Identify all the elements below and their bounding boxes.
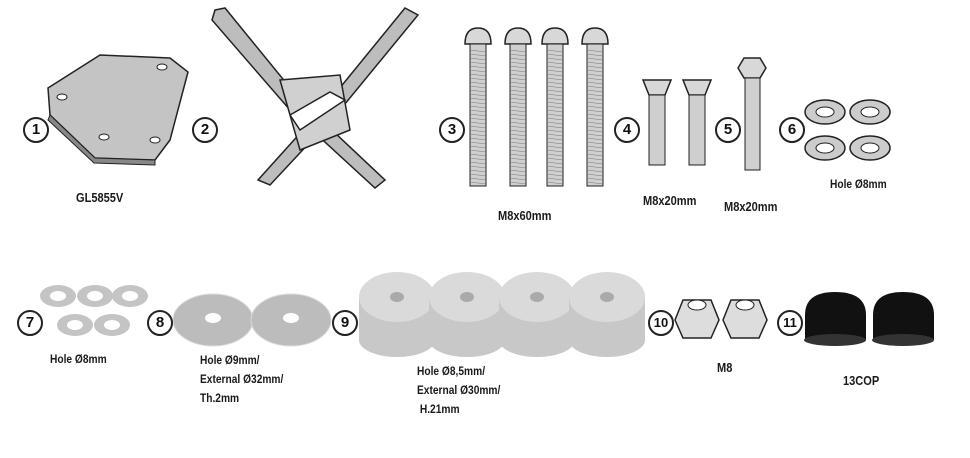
spacers-part-9	[359, 272, 645, 357]
part-number-2: 2	[192, 117, 218, 143]
label-line: Th.2mm	[200, 391, 240, 405]
label-part-1: GL5855V	[76, 190, 124, 205]
plate-part-1	[47, 54, 189, 166]
split-washers-part-6	[804, 99, 891, 161]
large-washers-part-8	[172, 293, 332, 347]
washers-part-7	[40, 285, 148, 336]
nut	[674, 299, 720, 339]
bolt-head	[581, 27, 609, 45]
label-part-11: 13COP	[843, 373, 880, 388]
part-number-1: 1	[23, 117, 49, 143]
caps-part-11	[804, 292, 934, 346]
hex-bolt-part-5	[737, 57, 767, 171]
label-part-8: Hole Ø9mm/ External Ø32mm/ Th.2mm	[200, 351, 298, 408]
bolt-head	[504, 27, 532, 45]
bolt-head	[541, 27, 569, 45]
label-line: Hole Ø9mm/	[200, 353, 260, 367]
part-number-8: 8	[147, 310, 173, 336]
label-line: External Ø32mm/	[200, 372, 284, 386]
part-number-9: 9	[332, 310, 358, 336]
countersunk-bolts-part-4	[641, 79, 713, 166]
nuts-part-10	[674, 299, 768, 339]
part-number-4: 4	[614, 117, 640, 143]
part-number-7: 7	[17, 310, 43, 336]
part-number-11: 11	[777, 310, 803, 336]
bolt-head	[464, 27, 492, 45]
part-number-6: 6	[779, 117, 805, 143]
bolt-shaft	[688, 94, 706, 166]
part-number-5: 5	[715, 117, 741, 143]
label-part-9: Hole Ø8,5mm/ External Ø30mm/ H.21mm	[417, 362, 515, 419]
bolt-head	[641, 79, 673, 96]
bracket-part-2	[211, 7, 420, 189]
bolt-head	[681, 79, 713, 96]
label-part-5: M8x20mm	[724, 199, 778, 214]
label-part-3: M8x60mm	[498, 208, 552, 223]
part-number-3: 3	[439, 117, 465, 143]
label-line: External Ø30mm/	[417, 383, 501, 397]
long-bolts-part-3	[464, 27, 609, 187]
label-part-7: Hole Ø8mm	[50, 352, 107, 366]
label-part-6: Hole Ø8mm	[830, 177, 887, 191]
label-part-4: M8x20mm	[643, 193, 697, 208]
label-part-10: M8	[717, 360, 733, 375]
label-line: Hole Ø8,5mm/	[417, 364, 486, 378]
part-number-10: 10	[648, 310, 674, 336]
bolt-shaft	[648, 94, 666, 166]
label-line: H.21mm	[417, 402, 460, 416]
nut	[722, 299, 768, 339]
